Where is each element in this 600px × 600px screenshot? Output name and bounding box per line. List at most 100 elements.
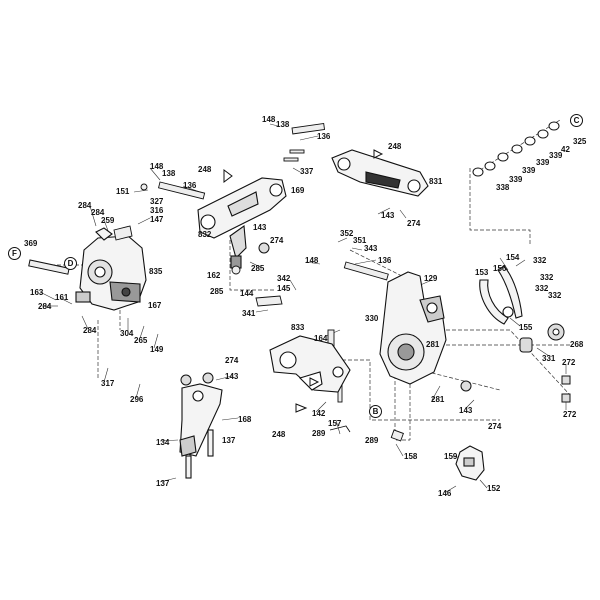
part-label: 157 (328, 419, 342, 428)
part-label: 325 (573, 137, 587, 146)
part-label: 272 (563, 410, 577, 419)
part-label: 351 (353, 236, 367, 245)
part-label: 265 (134, 336, 148, 345)
part-label: 149 (150, 345, 164, 354)
part-label: 137 (156, 479, 170, 488)
callout-circle: D (64, 257, 77, 270)
part-label: 161 (55, 293, 69, 302)
upper-right-arm-part (331, 149, 429, 197)
part-label: 168 (238, 415, 252, 424)
leader-lines (39, 123, 567, 493)
part-label: 274 (488, 422, 502, 431)
part-label: 352 (340, 229, 354, 238)
part-label: 339 (549, 151, 563, 160)
part-label: 332 (533, 256, 547, 265)
callout-circle: B (369, 405, 382, 418)
part-label: 337 (300, 167, 314, 176)
part-label: 151 (116, 187, 130, 196)
small-fastener-parts (113, 183, 404, 442)
part-label: 317 (101, 379, 115, 388)
part-label: 134 (156, 438, 170, 447)
part-label: 339 (522, 166, 536, 175)
part-label: 248 (272, 430, 286, 439)
part-label: 304 (120, 329, 134, 338)
part-label: 835 (149, 267, 163, 276)
part-label: 284 (91, 208, 105, 217)
part-label: 148 (305, 256, 319, 265)
part-label: 164 (314, 334, 328, 343)
part-label: 42 (561, 145, 570, 154)
part-label: 284 (83, 326, 97, 335)
direction-arrows (223, 149, 384, 413)
part-label: 833 (291, 323, 305, 332)
part-label: 136 (378, 256, 392, 265)
part-label: 284 (78, 201, 92, 210)
part-label: 285 (210, 287, 224, 296)
washer-parts (472, 121, 560, 177)
clamp-bracket-part (455, 445, 485, 481)
right-housing-part (379, 271, 447, 385)
part-label: 162 (207, 271, 221, 280)
part-label: 343 (364, 244, 378, 253)
part-label: 155 (519, 323, 533, 332)
part-label: 285 (251, 264, 265, 273)
part-label: 137 (222, 436, 236, 445)
part-label: 248 (198, 165, 212, 174)
rod-part (28, 259, 70, 275)
part-label: 259 (101, 216, 115, 225)
part-label: 341 (242, 309, 256, 318)
part-label: 142 (312, 409, 326, 418)
part-label: 163 (30, 288, 44, 297)
part-label: 143 (225, 372, 239, 381)
part-label: 248 (388, 142, 402, 151)
part-label: 148 (150, 162, 164, 171)
bearing-parts (180, 242, 571, 403)
part-label: 339 (536, 158, 550, 167)
part-label: 327 (150, 197, 164, 206)
segment-plate-parts (479, 265, 523, 325)
part-label: 330 (365, 314, 379, 323)
part-label: 289 (365, 436, 379, 445)
part-label: 274 (270, 236, 284, 245)
part-label: 274 (407, 219, 421, 228)
callout-circle: F (8, 247, 21, 260)
part-label: 152 (487, 484, 501, 493)
part-label: 143 (381, 211, 395, 220)
part-label: 316 (150, 206, 164, 215)
part-label: 369 (24, 239, 38, 248)
part-label: 268 (570, 340, 584, 349)
part-label: 281 (426, 340, 440, 349)
part-label: 136 (317, 132, 331, 141)
part-label: 147 (150, 215, 164, 224)
center-arm-part (197, 177, 287, 269)
part-label: 342 (277, 274, 291, 283)
callout-circle: C (570, 114, 583, 127)
part-label: 146 (438, 489, 452, 498)
part-label: 332 (535, 284, 549, 293)
part-label: 332 (540, 273, 554, 282)
part-label: 138 (162, 169, 176, 178)
part-label: 832 (198, 230, 212, 239)
part-label: 169 (291, 186, 305, 195)
part-label: 332 (548, 291, 562, 300)
part-label: 159 (444, 452, 458, 461)
part-label: 153 (475, 268, 489, 277)
part-label: 284 (38, 302, 52, 311)
part-label: 338 (496, 183, 510, 192)
part-label: 831 (429, 177, 443, 186)
part-label: 138 (276, 120, 290, 129)
part-label: 296 (130, 395, 144, 404)
part-label: 272 (562, 358, 576, 367)
part-label: 129 (424, 274, 438, 283)
part-label: 167 (148, 301, 162, 310)
left-housing-part (75, 227, 147, 311)
part-label: 156 (493, 264, 507, 273)
part-label: 143 (253, 223, 267, 232)
part-label: 148 (262, 115, 276, 124)
part-label: 274 (225, 356, 239, 365)
part-label: 136 (183, 181, 197, 190)
part-label: 143 (459, 406, 473, 415)
part-label: 145 (277, 284, 291, 293)
bracket-part (179, 383, 223, 479)
